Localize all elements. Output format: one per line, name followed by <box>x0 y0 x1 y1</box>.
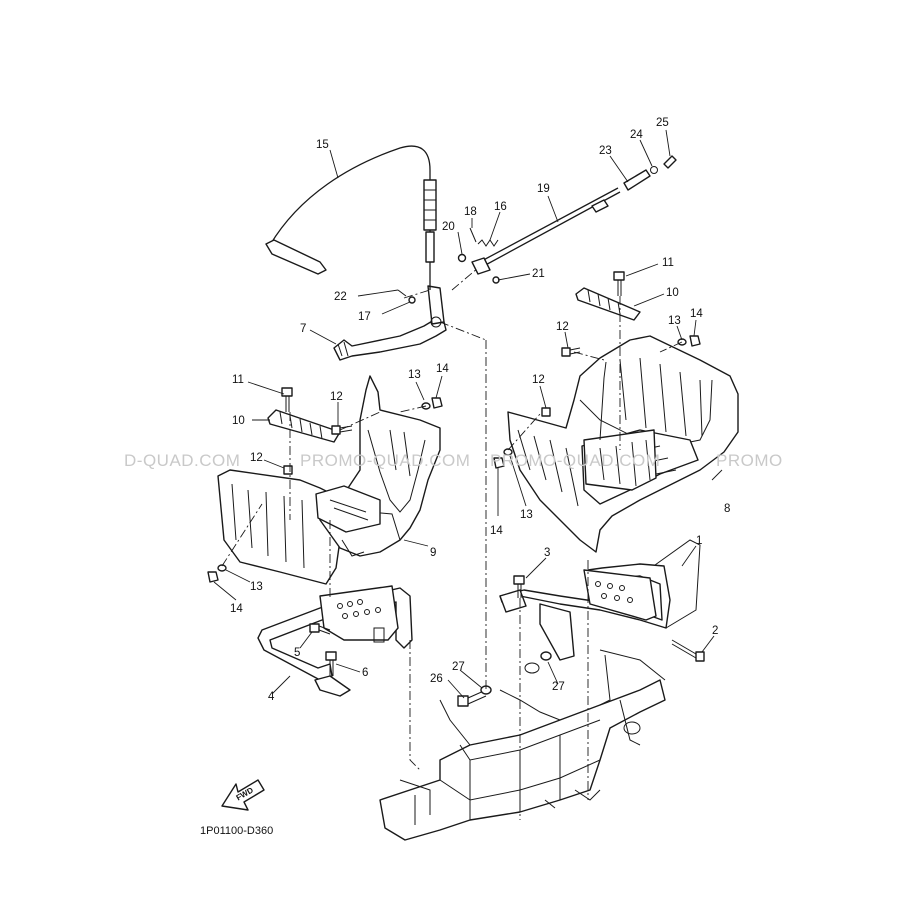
callout-26: 26 <box>430 673 443 685</box>
callout-2: 2 <box>712 625 718 637</box>
callout-10-right: 10 <box>666 287 679 299</box>
watermarks: D-QUAD.COM PROMO-QUAD.COM PROMO-QUAD.COM… <box>124 451 783 470</box>
callout-4: 4 <box>268 691 275 703</box>
washers-nuts <box>207 335 701 583</box>
callout-3: 3 <box>544 547 550 559</box>
forward-arrow: FWD <box>221 779 265 811</box>
right-footpeg <box>575 287 641 321</box>
callout-13-center: 13 <box>520 509 533 521</box>
watermark-3: PROMO-QUAD.COM <box>490 451 660 470</box>
cotter-pin-18 <box>469 227 477 243</box>
callout-5: 5 <box>294 647 300 659</box>
washer-17 <box>408 296 416 304</box>
pin-22 <box>397 289 407 297</box>
brake-rod <box>471 155 677 275</box>
watermark-4: PROMO <box>716 451 783 470</box>
callout-9: 9 <box>430 547 436 559</box>
callout-24: 24 <box>630 129 643 141</box>
callout-16: 16 <box>494 201 507 213</box>
assembly-lines <box>221 267 683 820</box>
callout-11-left: 11 <box>232 374 244 386</box>
callouts: 15 18 16 20 19 23 24 25 21 22 17 7 11 10… <box>230 117 730 703</box>
callout-15: 15 <box>316 139 329 151</box>
callout-19: 19 <box>537 183 550 195</box>
callout-22: 22 <box>334 291 347 303</box>
callout-8: 8 <box>724 503 730 515</box>
bolt-2 <box>671 639 705 662</box>
right-footrest-bracket <box>499 539 701 661</box>
callout-10-left: 10 <box>232 415 245 427</box>
pin-20 <box>457 253 467 263</box>
left-fender <box>217 375 441 585</box>
bolt-3 <box>513 575 525 598</box>
leader-lines <box>213 129 723 699</box>
bolt-12 <box>283 347 581 475</box>
callout-14-left-bottom: 14 <box>230 603 243 615</box>
bolt-11-right <box>613 271 625 296</box>
left-footpeg <box>267 409 341 443</box>
callout-27-left: 27 <box>452 661 465 673</box>
callout-6: 6 <box>362 667 368 679</box>
callout-13-right: 13 <box>668 315 681 327</box>
callout-20: 20 <box>442 221 455 233</box>
callout-12-right-top: 12 <box>556 321 569 333</box>
frame <box>379 649 666 841</box>
callout-12-left-mid: 12 <box>250 452 263 464</box>
callout-14-right: 14 <box>690 308 703 320</box>
callout-1: 1 <box>696 535 702 547</box>
callout-14-left-top: 14 <box>436 363 449 375</box>
callout-27-right: 27 <box>552 681 565 693</box>
brake-pedal <box>333 285 447 361</box>
callout-21: 21 <box>532 268 545 280</box>
nut-27 <box>480 651 552 695</box>
right-fender <box>507 335 739 553</box>
callout-13-left-top: 13 <box>408 369 421 381</box>
callout-7: 7 <box>300 323 306 335</box>
brake-cable <box>265 145 437 290</box>
diagram-code: 1P01100-D360 <box>200 825 273 837</box>
left-footrest-bracket <box>257 585 413 697</box>
spring-16 <box>477 239 499 247</box>
callout-14-center: 14 <box>490 525 503 537</box>
callout-25: 25 <box>656 117 669 129</box>
callout-12-right-mid: 12 <box>532 374 545 386</box>
watermark-2: PROMO-QUAD.COM <box>300 451 470 470</box>
callout-18: 18 <box>464 206 477 218</box>
callout-23: 23 <box>599 145 612 157</box>
callout-12-left-top: 12 <box>330 391 343 403</box>
bolt-11-left <box>281 387 293 412</box>
bolt-5 <box>309 623 331 635</box>
watermark-1: D-QUAD.COM <box>124 451 240 470</box>
callout-17: 17 <box>358 311 371 323</box>
bolt-6 <box>325 651 337 676</box>
callout-11-right: 11 <box>662 257 674 269</box>
callout-13-left-bottom: 13 <box>250 581 263 593</box>
